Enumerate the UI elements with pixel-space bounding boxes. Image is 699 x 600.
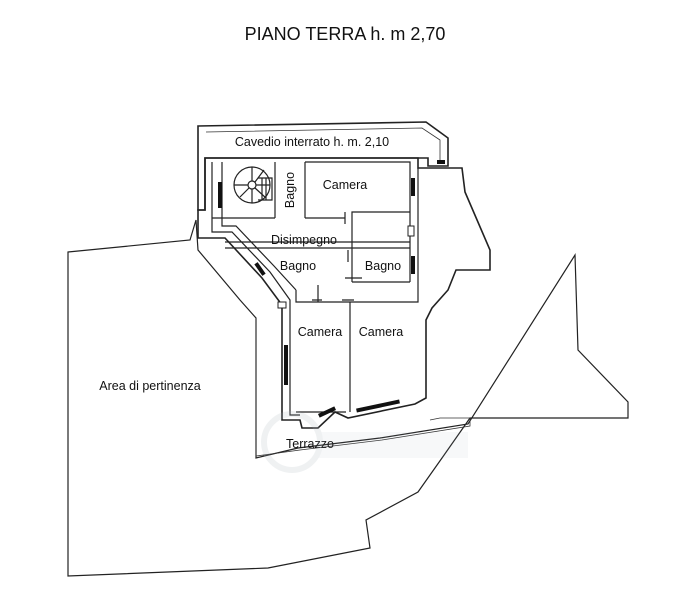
label-bagno-top: Bagno [283, 172, 297, 208]
door-mark [411, 256, 415, 274]
door-mark [356, 399, 400, 413]
door-mark [317, 406, 337, 418]
watermark-logo [261, 411, 468, 473]
building-outline [197, 157, 491, 429]
label-cavedio: Cavedio interrato h. m. 2,10 [235, 135, 389, 149]
label-bagno-left: Bagno [280, 259, 316, 273]
label-terrazzo: Terrazzo [286, 437, 334, 451]
door-mark [284, 345, 288, 385]
window [277, 301, 287, 309]
door-mark [218, 182, 222, 208]
cavedio-inner-line [205, 127, 441, 160]
door-mark [254, 262, 266, 276]
inner-walls [211, 161, 419, 416]
label-camera-right: Camera [359, 325, 404, 339]
plan-title: PIANO TERRA h. m 2,70 [245, 24, 446, 44]
label-bagno-right: Bagno [365, 259, 401, 273]
door-mark [411, 178, 415, 196]
label-disimpegno: Disimpegno [271, 233, 337, 247]
terrazzo-outline [255, 318, 471, 457]
partition-ticks [312, 212, 362, 302]
label-camera-top: Camera [323, 178, 368, 192]
window [407, 225, 415, 237]
door-mark [437, 160, 445, 164]
area-di-pertinenza-outline [67, 219, 629, 577]
label-camera-left: Camera [298, 325, 343, 339]
label-area: Area di pertinenza [99, 379, 201, 393]
spiral-stair-icon [233, 166, 273, 204]
